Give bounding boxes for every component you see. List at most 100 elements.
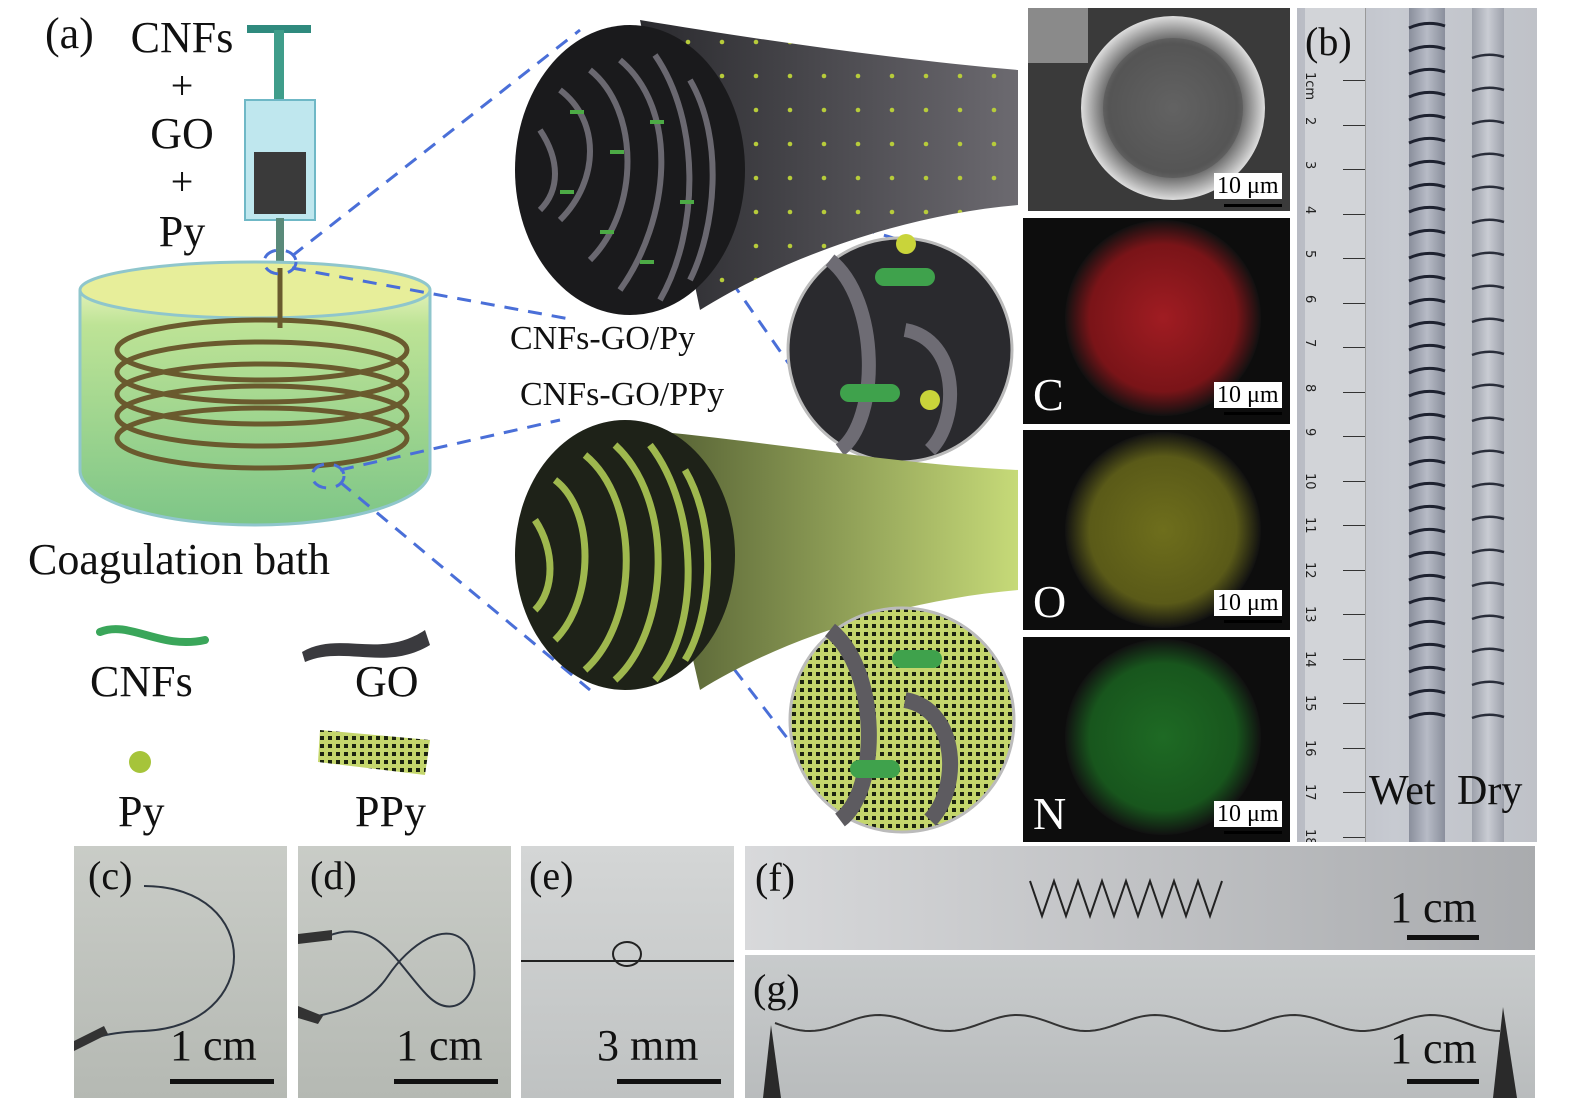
panel-e-scale-bar	[617, 1079, 721, 1084]
helix-turn	[1472, 418, 1504, 421]
helix-turn	[1409, 552, 1445, 557]
edx-c-scale-bar	[1224, 412, 1282, 415]
syringe-line-4: +	[122, 162, 242, 202]
zoom-circle-py	[788, 234, 1012, 462]
panel-g-photo: (g) 1 cm	[745, 955, 1535, 1098]
edx-o-scale-text: 10 μm	[1214, 590, 1282, 616]
helix-turn	[1409, 92, 1445, 97]
legend-cnfs: CNFs	[90, 660, 193, 704]
helix-turn	[1409, 207, 1445, 212]
helix-turn	[1472, 352, 1504, 355]
fiber-label-py: CNFs-GO/Py	[510, 322, 695, 356]
helix-turn	[1472, 451, 1504, 454]
sem-scale-text: 10 μm	[1214, 173, 1282, 199]
helix-turn	[1409, 115, 1445, 120]
helix-turn	[1472, 55, 1504, 58]
helix-turn	[1472, 616, 1504, 619]
helix-turn	[1472, 88, 1504, 91]
panel-c-label: (c)	[88, 856, 132, 896]
edx-o-scale-bar	[1224, 620, 1282, 623]
legend-ppy: PPy	[355, 790, 426, 834]
edx-label-o: O	[1033, 575, 1066, 628]
helix-turn	[1472, 286, 1504, 289]
edx-map-c: C 10 μm	[1023, 218, 1290, 424]
helix-turn	[1472, 715, 1504, 718]
helix-turn	[1472, 682, 1504, 685]
helix-turn	[1409, 437, 1445, 442]
helix-turn	[1409, 690, 1445, 695]
helix-turn	[1472, 154, 1504, 157]
legend-py: Py	[118, 790, 164, 834]
helix-turn	[1409, 713, 1445, 718]
helix-turn	[1409, 621, 1445, 626]
syringe	[245, 25, 315, 268]
helix-turn	[1409, 506, 1445, 511]
legend-go: GO	[355, 660, 419, 704]
panel-d-scale-text: 1 cm	[396, 1024, 483, 1068]
panel-a-label: (a)	[45, 12, 94, 56]
helix-turn	[1409, 69, 1445, 74]
helix-turn	[1409, 391, 1445, 396]
panel-g-label: (g)	[753, 969, 800, 1009]
helix-turn	[1409, 184, 1445, 189]
helix-turn	[1409, 575, 1445, 580]
helix-turn	[1409, 23, 1445, 28]
helix-turn	[1409, 230, 1445, 235]
coagulation-bath	[80, 262, 430, 525]
sem-image: 10 μm	[1028, 8, 1290, 211]
syringe-line-5: Py	[122, 210, 242, 254]
zoom-circle-ppy	[790, 608, 1014, 832]
syringe-line-2: +	[122, 66, 242, 106]
helix-turn	[1472, 517, 1504, 520]
helix-turn	[1409, 460, 1445, 465]
helix-fibers	[1297, 8, 1537, 842]
helix-turn	[1472, 550, 1504, 553]
edx-n-scale-bar	[1224, 831, 1282, 834]
panel-f-label: (f)	[755, 858, 795, 898]
label-wet: Wet	[1369, 770, 1436, 812]
helix-turn	[1409, 529, 1445, 534]
fiber-label-ppy: CNFs-GO/PPy	[520, 378, 724, 412]
helix-turn	[1472, 319, 1504, 322]
bath-label: Coagulation bath	[28, 538, 330, 582]
helix-turn	[1409, 322, 1445, 327]
helix-turn	[1472, 649, 1504, 652]
panel-d-scale-bar	[394, 1079, 498, 1084]
panel-e-label: (e)	[529, 856, 573, 896]
panel-f-photo: (f) 1 cm	[745, 846, 1535, 950]
helix-turn	[1409, 414, 1445, 419]
helix-turn	[1409, 483, 1445, 488]
syringe-line-3: GO	[122, 112, 242, 156]
helix-turn	[1409, 644, 1445, 649]
helix-turn	[1409, 46, 1445, 51]
helix-turn	[1409, 598, 1445, 603]
helix-turn	[1472, 484, 1504, 487]
panel-c-photo: (c) 1 cm	[74, 846, 287, 1098]
edx-label-n: N	[1033, 787, 1066, 840]
helix-turn	[1472, 385, 1504, 388]
helix-turn	[1409, 368, 1445, 373]
panel-e-scale-text: 3 mm	[597, 1024, 698, 1068]
panel-c-scale-text: 1 cm	[170, 1024, 257, 1068]
helix-turn	[1409, 667, 1445, 672]
edx-map-n: N 10 μm	[1023, 637, 1290, 842]
helix-turn	[1472, 121, 1504, 124]
edx-c-scale-text: 10 μm	[1214, 382, 1282, 408]
panel-d-photo: (d) 1 cm	[298, 846, 511, 1098]
edx-n-scale-text: 10 μm	[1214, 801, 1282, 827]
helix-turn	[1409, 253, 1445, 258]
helix-turn	[1409, 345, 1445, 350]
panel-e-photo: (e) 3 mm	[521, 846, 734, 1098]
helix-turn	[1409, 161, 1445, 166]
edx-map-o: O 10 μm	[1023, 430, 1290, 630]
helix-turn	[1472, 187, 1504, 190]
spring-coil	[1030, 881, 1222, 916]
helix-turn	[1409, 138, 1445, 143]
helix-turn	[1472, 583, 1504, 586]
panel-g-scale-bar	[1407, 1079, 1479, 1084]
helix-turn	[1472, 253, 1504, 256]
panel-b-label: (b)	[1305, 22, 1352, 62]
panel-c-scale-bar	[170, 1079, 274, 1084]
helix-turn	[1409, 276, 1445, 281]
